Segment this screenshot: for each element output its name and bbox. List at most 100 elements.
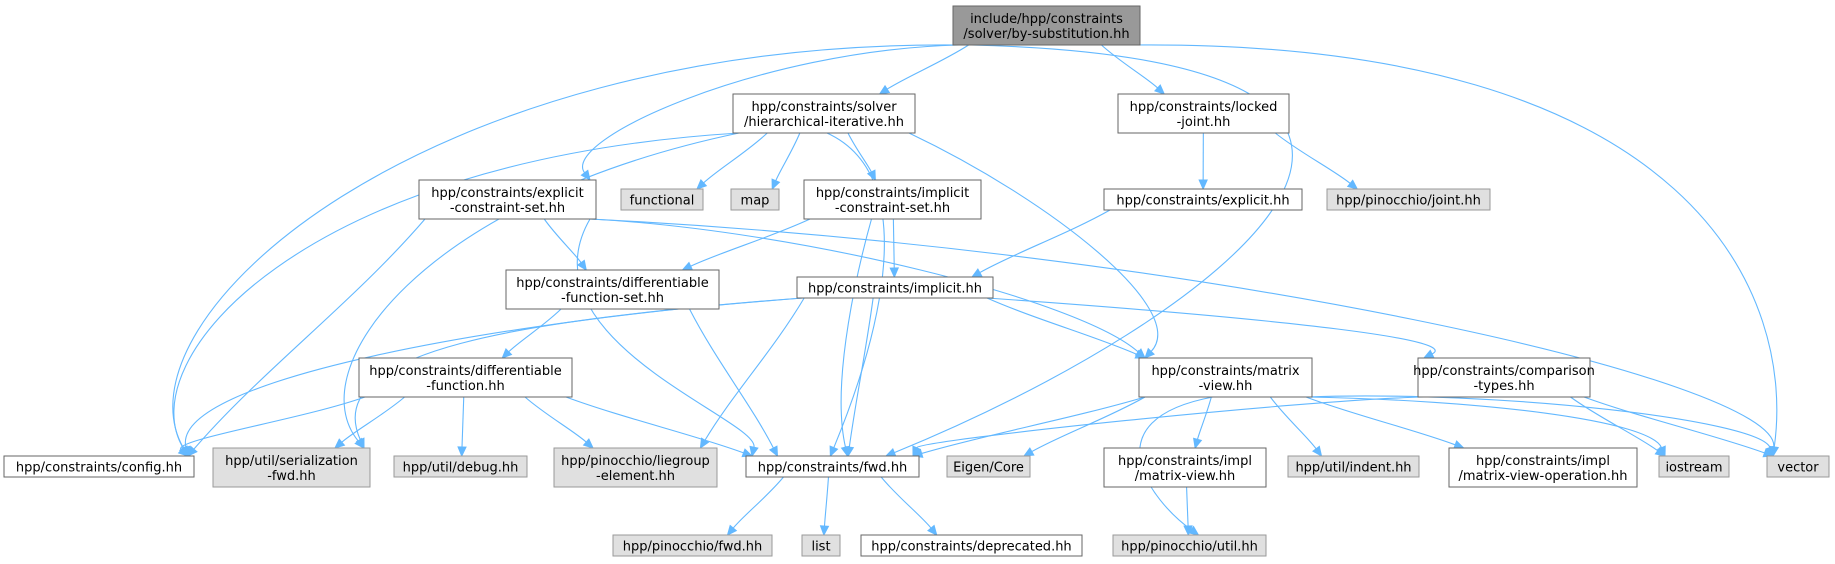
node-box [1117, 93, 1290, 134]
arrowhead-icon [696, 179, 708, 190]
edge-line [524, 396, 587, 443]
arrowhead-icon [884, 448, 897, 457]
arrowhead-icon [582, 438, 594, 449]
node-comparison[interactable]: hpp/constraints/comparison-types.hh [1413, 357, 1595, 398]
node-fwd[interactable]: hpp/constraints/fwd.hh [745, 455, 920, 478]
node-eigen: Eigen/Core [946, 455, 1031, 478]
node-box [730, 188, 780, 211]
node-difffset[interactable]: hpp/constraints/differentiable-function-… [505, 269, 720, 310]
node-box [612, 534, 773, 557]
edge-line [979, 209, 1111, 274]
edge-line [1031, 396, 1146, 453]
node-box [505, 269, 720, 310]
node-difff[interactable]: hpp/constraints/differentiable-function.… [358, 357, 573, 398]
node-label: -function.hh [426, 379, 504, 394]
arrowhead-icon [1453, 440, 1465, 450]
edge-comparison-to-iostream [1570, 396, 1666, 457]
node-locked[interactable]: hpp/constraints/locked-joint.hh [1117, 93, 1290, 134]
node-implmv[interactable]: hpp/constraints/impl/matrix-view.hh [1103, 447, 1267, 488]
edge-implicitset-to-implicit [889, 218, 900, 279]
edge-line [847, 132, 872, 173]
node-label: hpp/constraints/differentiable [369, 364, 561, 379]
edge-line [1274, 132, 1351, 184]
edge-line [892, 218, 895, 269]
node-explicit[interactable]: hpp/constraints/explicit.hh [1103, 188, 1303, 211]
edge-root-to-locked [1101, 44, 1166, 95]
edge-difff-to-debug [457, 396, 467, 458]
node-config[interactable]: hpp/constraints/config.hh [3, 455, 195, 478]
edge-difff-to-liegroup [524, 396, 594, 449]
node-implicit[interactable]: hpp/constraints/implicit.hh [796, 276, 994, 299]
edge-line [848, 297, 874, 448]
edge-hier-to-functional [696, 132, 768, 190]
node-hier[interactable]: hpp/constraints/solver/hierarchical-iter… [732, 93, 916, 134]
node-deprecated[interactable]: hpp/constraints/deprecated.hh [860, 534, 1083, 557]
node-box [801, 534, 841, 557]
node-label: functional [630, 194, 695, 209]
node-matrixview[interactable]: hpp/constraints/matrix-view.hh [1138, 357, 1313, 398]
edge-line [193, 218, 426, 450]
node-label: hpp/constraints/explicit [431, 186, 584, 201]
node-label: hpp/constraints/comparison [1413, 364, 1595, 379]
node-liegroup: hpp/pinocchio/liegroup-element.hh [553, 447, 718, 488]
node-label: hpp/constraints/matrix [1151, 364, 1299, 379]
edge-line [689, 308, 774, 449]
node-pinjoint: hpp/pinocchio/joint.hh [1326, 188, 1491, 211]
node-box [358, 357, 573, 398]
edge-line [732, 476, 784, 529]
node-root[interactable]: include/hpp/constraints/solver/by-substi… [952, 5, 1141, 46]
arrowhead-icon [749, 445, 759, 458]
node-box [803, 179, 982, 220]
edge-hier-to-matrixview [908, 132, 1159, 359]
node-vector: vector [1766, 455, 1830, 478]
node-implmvo[interactable]: hpp/constraints/impl/matrix-view-operati… [1448, 447, 1638, 488]
arrowhead-icon [681, 261, 694, 271]
node-implicitset[interactable]: hpp/constraints/implicit-constraint-set.… [803, 179, 982, 220]
edge-line [1269, 396, 1317, 450]
arrowhead-icon [844, 445, 855, 458]
edge-implmv-to-pinutil [1183, 486, 1193, 537]
arrowhead-icon [457, 446, 467, 458]
node-label: hpp/constraints/solver [751, 100, 897, 115]
arrowhead-icon [1022, 447, 1035, 457]
edge-line [341, 396, 405, 443]
edge-line [775, 132, 801, 181]
edge-fwd-to-pinfwd [726, 476, 784, 536]
node-label: Eigen/Core [953, 461, 1024, 476]
node-explicitset[interactable]: hpp/constraints/explicit-constraint-set.… [418, 179, 597, 220]
edge-line [1133, 44, 1778, 448]
edge-line [461, 396, 465, 448]
edge-implicit-to-fwd [844, 297, 874, 458]
node-box [3, 455, 195, 478]
node-label: hpp/constraints/impl [1476, 454, 1610, 469]
node-box [1103, 188, 1303, 211]
edge-matrixview-to-implmvo [1305, 396, 1465, 450]
edge-line [582, 44, 960, 174]
edge-line [589, 218, 1775, 448]
node-label: hpp/constraints/fwd.hh [758, 461, 908, 476]
edge-line [576, 218, 755, 448]
edge-matrixview-to-implmv [1193, 396, 1212, 450]
edge-explicit-to-implicit [970, 209, 1111, 278]
node-label: hpp/constraints/locked [1130, 100, 1278, 115]
node-label: /matrix-view.hh [1135, 469, 1235, 484]
arrowhead-icon [501, 347, 513, 359]
arrowhead-icon [878, 84, 891, 95]
edge-line [343, 132, 740, 442]
edge-line [986, 297, 1436, 355]
edge-hier-to-implicitset [847, 132, 876, 182]
node-box [418, 179, 597, 220]
node-label: list [811, 540, 830, 555]
node-box [1103, 447, 1267, 488]
node-box [1287, 455, 1420, 478]
edge-line [1583, 396, 1765, 454]
arrowhead-icon [1188, 525, 1200, 536]
arrowhead-icon [726, 524, 738, 536]
node-label: hpp/util/serialization [225, 454, 358, 469]
node-box [745, 455, 920, 478]
edge-difffset-to-fwd [689, 308, 779, 458]
node-box [1658, 455, 1730, 478]
node-label: -fwd.hh [267, 469, 316, 484]
edge-line [1305, 396, 1663, 448]
